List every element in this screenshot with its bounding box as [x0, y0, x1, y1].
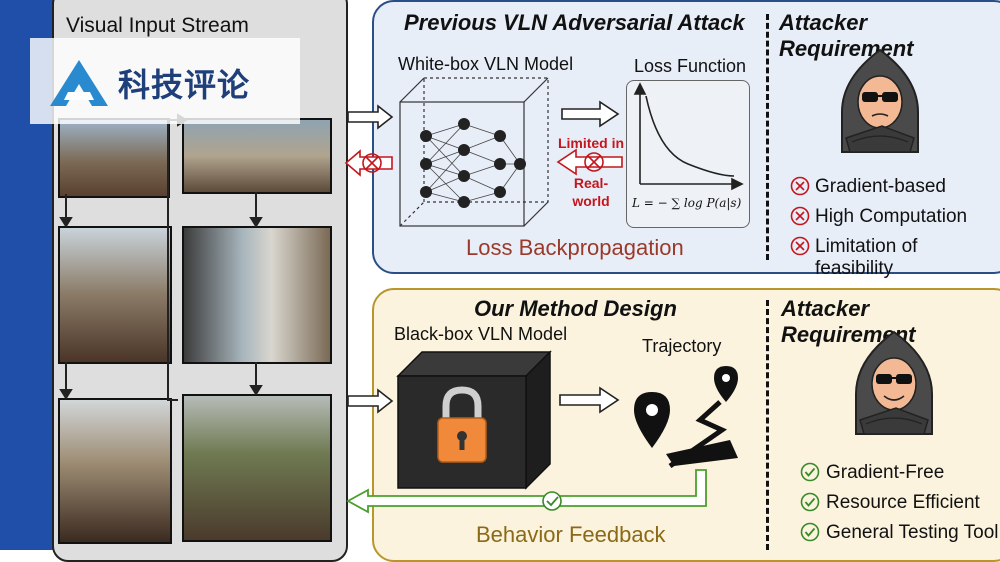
watermark-text: 科技评论 — [118, 66, 251, 104]
bottom-req-1: Gradient-Free — [826, 462, 945, 483]
model-to-loss-arrow — [561, 100, 620, 128]
watermark-logo-icon — [50, 60, 108, 106]
whitebox-network-icon — [399, 77, 549, 227]
loss-function-box — [626, 80, 750, 228]
input-arrow-top — [347, 104, 394, 130]
cross-icon — [790, 236, 810, 256]
stream-frame-5 — [182, 226, 332, 364]
cross-icon — [790, 206, 810, 226]
bottom-divider — [766, 300, 769, 550]
check-icon — [800, 462, 820, 482]
bottom-panel-title: Our Method Design — [474, 296, 677, 321]
limited-label-2: Real-world — [572, 175, 610, 209]
trajectory-map-icon — [634, 366, 738, 468]
bottom-req-3: General Testing Tool — [826, 522, 999, 543]
stream-title: Visual Input Stream — [66, 14, 249, 37]
top-req-3: Limitation of feasibility — [815, 236, 918, 279]
behavior-feedback-label: Behavior Feedback — [476, 522, 666, 547]
blackbox-model-label: Black-box VLN Model — [394, 324, 568, 344]
stream-frame-2 — [58, 226, 172, 364]
whitebox-model-label: White-box VLN Model — [398, 54, 574, 74]
loss-backprop-label: Loss Backpropagation — [466, 235, 684, 260]
bottom-req-2: Resource Efficient — [826, 492, 980, 513]
cross-icon — [790, 176, 810, 196]
check-icon — [800, 492, 820, 512]
loss-function-label: Loss Function — [634, 56, 747, 76]
top-panel-title: Previous VLN Adversarial Attack — [404, 10, 745, 35]
stream-frame-6 — [182, 394, 332, 542]
top-req-2: High Computation — [815, 206, 968, 227]
hacker-icon-top — [841, 48, 919, 153]
stream-arrows — [59, 113, 263, 401]
stream-frame-3 — [58, 398, 172, 544]
limited-label-1: Limited in — [557, 135, 625, 151]
loss-to-model-blocked-arrow — [556, 148, 623, 176]
hacker-icon-bottom — [855, 330, 933, 435]
top-req-1: Gradient-based — [815, 176, 946, 197]
top-req-title: Attacker Requirement — [779, 10, 914, 61]
loss-curve-chart — [633, 82, 744, 191]
check-icon — [800, 522, 820, 542]
blackbox-lock-icon — [396, 350, 552, 490]
behavior-feedback-arrow — [346, 469, 707, 514]
blocked-backprop-arrow — [344, 149, 393, 177]
input-arrow-bottom — [347, 388, 394, 414]
model-to-trajectory-arrow — [559, 386, 620, 414]
top-divider — [766, 14, 769, 260]
trajectory-label: Trajectory — [642, 336, 722, 356]
loss-formula: L = − ∑ log P(a|s) — [632, 196, 742, 210]
